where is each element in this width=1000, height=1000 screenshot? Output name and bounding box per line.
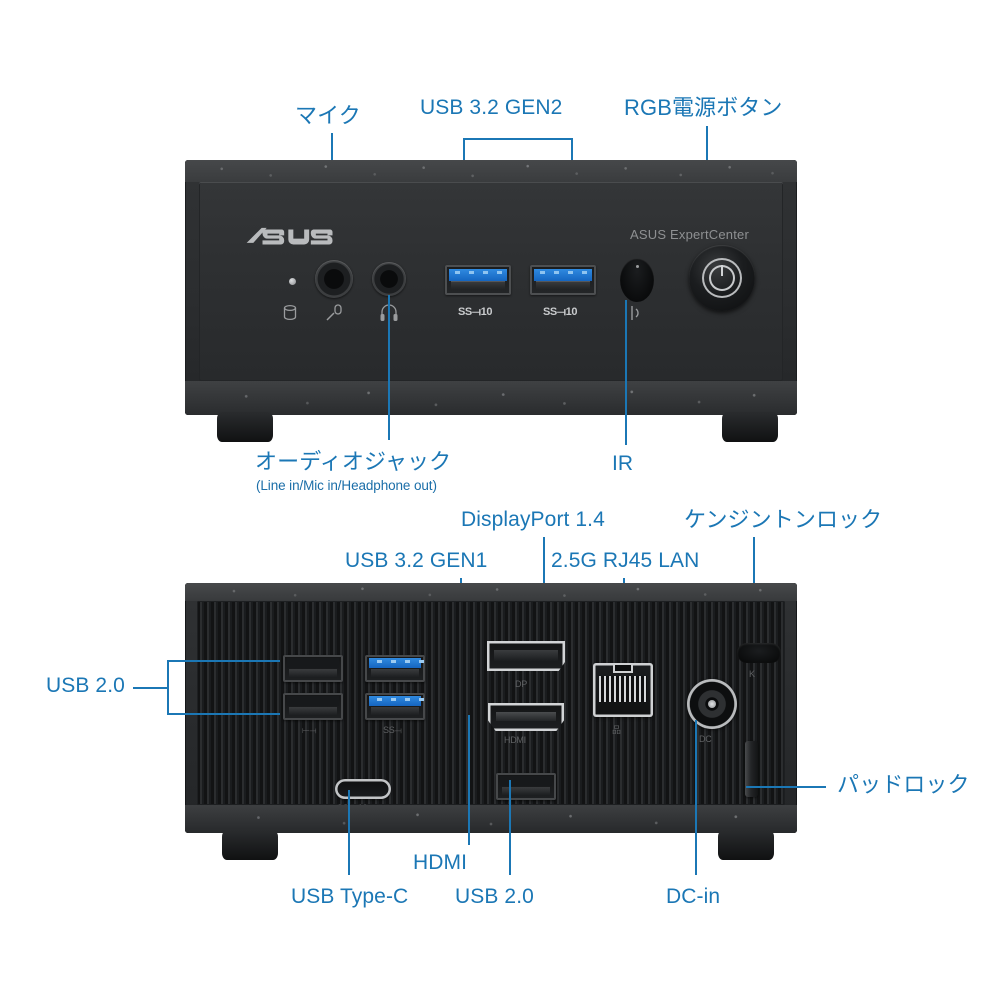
leader-audio-jack [388,295,390,440]
label-usb20-left: USB 2.0 [46,674,125,697]
usb-type-c-port[interactable] [335,779,391,799]
label-lan: 2.5G RJ45 LAN [551,549,700,572]
rear-top-lip [185,583,797,601]
rear-vent-grille: ⟝⟞ SS⟞ SS⟞ 10 DP HDMI ⟝⟞ [197,601,785,814]
ir-receiver [620,258,654,302]
usb-3-2-gen1-port-top[interactable] [365,655,425,682]
microphone-icon [326,304,342,321]
usb3-gen1-mark: SS⟞ [383,725,402,735]
leader-ir [625,300,627,445]
front-panel-unit: ASUS ExpertCenter [185,160,797,415]
hdd-activity-led [289,278,296,285]
leader-usb20-bottom [509,780,511,875]
label-rgb-power-button: RGB電源ボタン [624,95,783,120]
usb-2-0-port-bottom-center[interactable] [496,773,556,800]
rear-foot-right [718,830,774,860]
front-foot-left [217,412,273,442]
padlock-loop[interactable] [745,741,758,797]
hard-drive-icon [283,304,297,321]
leader-usb20-left-bottom [167,713,280,715]
label-usb-type-c: USB Type-C [291,885,409,908]
label-audio-jack-sub: (Line in/Mic in/Headphone out) [256,478,437,493]
usb2-left-mark: ⟝⟞ [302,725,317,735]
rear-base [185,805,797,833]
leader-usb20-left-stem [133,687,168,689]
leader-usb-type-c [348,790,350,875]
usb-3-2-gen2-port-right[interactable] [530,265,596,295]
label-usb32gen1: USB 3.2 GEN1 [345,549,488,572]
leader-usb32gen2-bracket [463,138,573,140]
label-ir: IR [612,452,634,475]
kensington-mark: K [749,669,755,679]
front-base [185,381,797,415]
label-hdmi: HDMI [413,851,468,874]
ir-signal-icon [631,306,639,320]
label-displayport: DisplayPort 1.4 [461,508,605,531]
usb-2-0-port-bottom-left[interactable] [283,693,343,720]
hdmi-mark: HDMI [504,735,526,745]
audio-combo-jack[interactable] [372,262,406,296]
usb-3-2-gen1-port-bottom[interactable] [365,693,425,720]
leader-usb20-left-bracket [167,660,169,715]
usb-left-ss-mark: SS⟞10 [458,306,493,318]
label-mic: マイク [295,103,361,128]
rear-foot-left [222,830,278,860]
displayport-1-4-port[interactable] [487,641,565,671]
rear-panel-unit: ⟝⟞ SS⟞ SS⟞ 10 DP HDMI ⟝⟞ [185,583,797,833]
label-usb32gen2: USB 3.2 GEN2 [420,96,563,119]
front-face: ASUS ExpertCenter [199,182,783,381]
leader-usb20-left-top [167,660,280,662]
displayport-mark: DP [515,679,527,689]
dc-in-mark: DC [699,734,712,744]
label-padlock: パッドロック [837,772,970,797]
label-dc-in: DC-in [666,885,721,908]
leader-padlock [746,786,826,788]
front-foot-right [722,412,778,442]
hdmi-port[interactable] [488,703,564,731]
microphone-jack[interactable] [315,260,353,298]
label-kensington: ケンジントンロック [684,507,883,532]
usb-right-ss-mark: SS⟞10 [543,306,578,318]
asus-logo [246,227,333,245]
front-top-lip [185,160,797,182]
lan-mark: 品 [612,725,621,735]
usb-3-2-gen2-port-left[interactable] [445,265,511,295]
kensington-lock-slot[interactable] [737,643,781,663]
leader-hdmi [468,715,470,845]
label-usb20-bottom: USB 2.0 [455,885,534,908]
rj45-lan-port[interactable] [593,663,653,717]
label-audio-jack: オーディオジャック [255,449,452,474]
usb-2-0-port-top-left[interactable] [283,655,343,682]
rgb-power-button[interactable] [689,245,755,311]
brand-text: ASUS ExpertCenter [629,227,749,242]
leader-dc-in [695,720,697,875]
